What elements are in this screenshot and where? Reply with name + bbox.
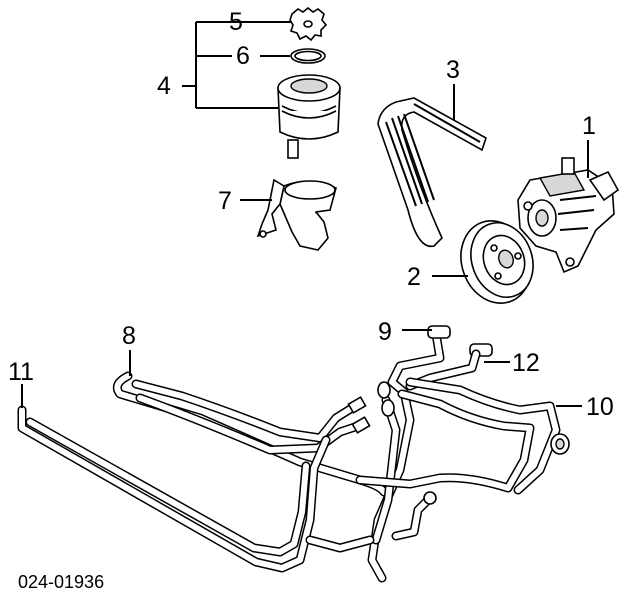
callout-2: 2 — [407, 263, 421, 291]
callout-5: 5 — [229, 8, 243, 36]
reservoir-cap — [289, 6, 328, 42]
callout-3: 3 — [446, 56, 460, 84]
diagram-code: 024-01936 — [18, 572, 104, 592]
cooler-line-11 — [17, 405, 331, 573]
callout-10: 10 — [586, 393, 614, 421]
callout-11: 11 — [8, 358, 34, 386]
callout-7: 7 — [218, 187, 232, 215]
o-ring-seal — [290, 48, 326, 64]
return-hose-8 — [112, 371, 389, 497]
callout-4: 4 — [157, 72, 171, 100]
leader-lines — [21, 21, 589, 408]
power-steering-pump — [517, 157, 620, 274]
cooler-line-10 — [305, 377, 570, 553]
reservoir-tank — [277, 74, 341, 159]
reservoir-bracket — [256, 178, 337, 251]
pump-pulley — [460, 220, 534, 304]
drive-belt — [377, 97, 487, 248]
pressure-hose-9 — [367, 325, 451, 583]
callout-1: 1 — [582, 112, 596, 140]
callout-8: 8 — [122, 322, 136, 350]
callout-12: 12 — [512, 349, 540, 377]
callout-6: 6 — [236, 42, 250, 70]
callout-9: 9 — [378, 318, 392, 346]
